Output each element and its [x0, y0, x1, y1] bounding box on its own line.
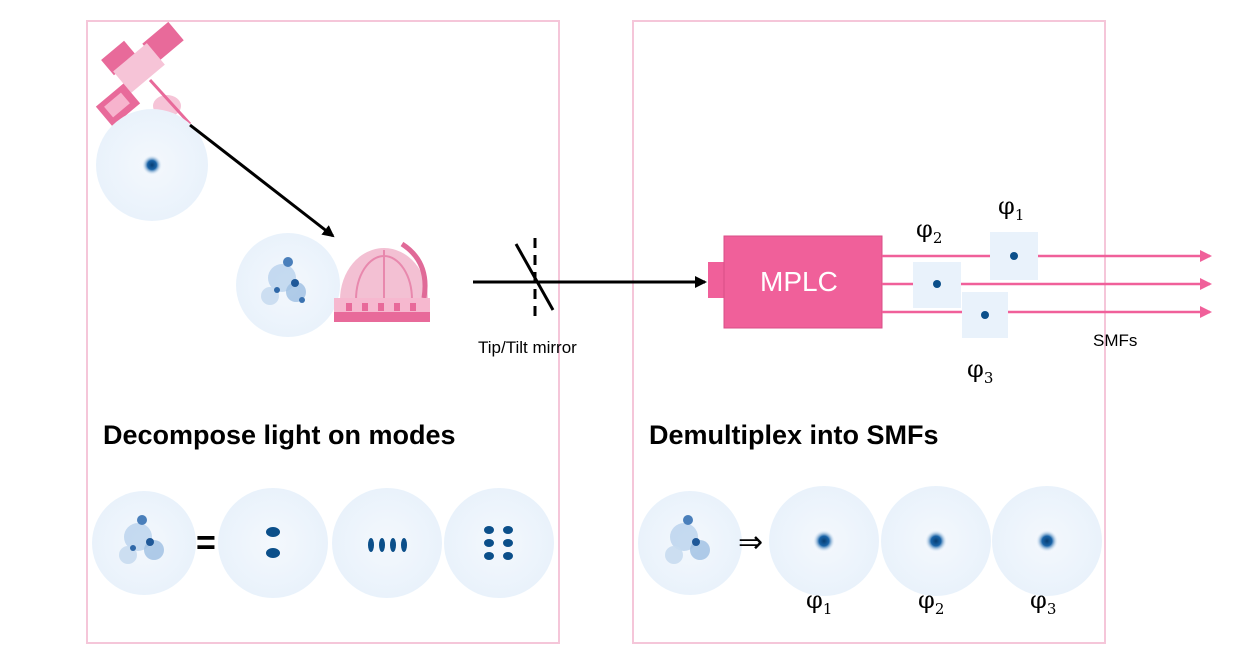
input-speckle-left — [92, 491, 196, 595]
observatory-icon — [334, 241, 430, 322]
phi2-bottom-label: φ2 — [918, 586, 945, 618]
phi3-bottom-label: φ3 — [1030, 586, 1057, 618]
tip-tilt-mirror-label: Tip/Tilt mirror — [478, 338, 577, 357]
speckle-disk — [236, 233, 340, 337]
mplc-label: MPLC — [760, 266, 838, 297]
decompose-heading: Decompose light on modes — [103, 420, 456, 450]
phi3-top-label: φ3 — [967, 355, 994, 387]
output-spot-2 — [881, 486, 991, 596]
mplc-box — [723, 235, 883, 329]
implies-arrow: ⇒ — [738, 525, 764, 560]
mode-lp11 — [218, 488, 328, 598]
mode-lp-four-lobe — [332, 488, 442, 598]
phi1-top-label: φ1 — [998, 192, 1025, 224]
beam-spot — [142, 155, 162, 175]
satellite-icon — [95, 21, 192, 127]
input-speckle-right — [638, 491, 742, 595]
phi2-top-label: φ2 — [916, 215, 943, 247]
demultiplex-heading: Demultiplex into SMFs — [649, 420, 939, 450]
smf-label: SMFs — [1093, 331, 1138, 350]
incoming-arrow — [189, 123, 335, 238]
output-spot-3 — [992, 486, 1102, 596]
mplc-port — [708, 262, 726, 298]
output-spot-1 — [769, 486, 879, 596]
phi1-bottom-label: φ1 — [806, 586, 833, 618]
mode-lp-grid — [444, 488, 554, 598]
tip-tilt-mirror — [514, 243, 555, 311]
equals-sign: = — [196, 524, 216, 562]
right-panel — [632, 20, 1106, 644]
left-panel — [86, 20, 560, 644]
